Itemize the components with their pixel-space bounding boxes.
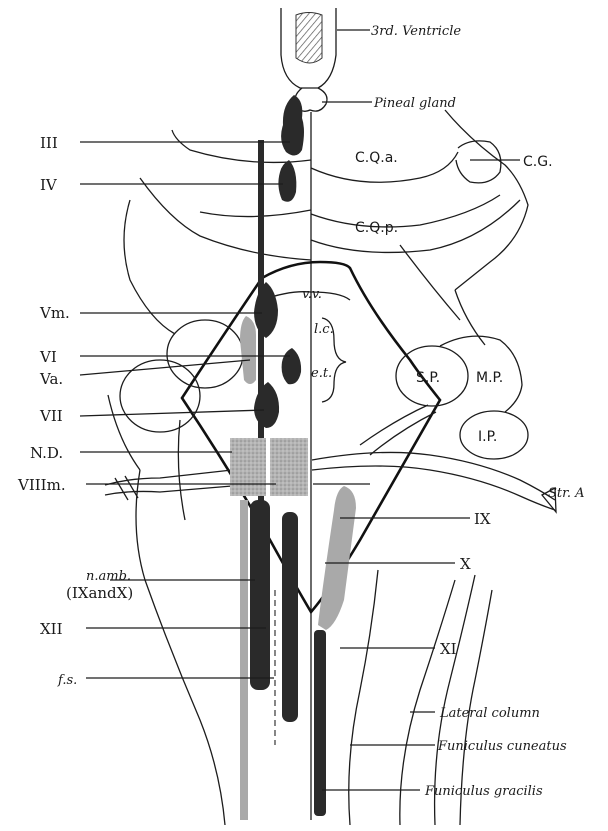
label-XII: XII (40, 620, 63, 638)
label-CG: C.G. (523, 154, 553, 170)
label-Vm: Vm. (39, 304, 70, 322)
label-pineal-gland: Pineal gland (373, 96, 456, 111)
label-MP: M.P. (476, 370, 503, 386)
midbrain-outline (124, 110, 528, 345)
left-nerve-roots (105, 470, 232, 500)
label-funiculus-gracilis: Funiculus gracilis (424, 784, 543, 799)
label-third-ventricle: 3rd. Ventricle (371, 24, 461, 39)
label-CQa: C.Q.a. (355, 150, 398, 166)
label-IV: IV (40, 176, 58, 194)
label-Va: Va. (39, 370, 63, 388)
label-ND: N.D. (30, 444, 63, 462)
label-III: III (40, 134, 58, 152)
label-SP: S.P. (416, 370, 440, 386)
label-StrA: Str. A (548, 486, 585, 501)
label-IX: IX (474, 510, 491, 528)
label-funiculus-cuneatus: Funiculus cuneatus (437, 739, 567, 754)
label-VI: VI (39, 348, 57, 366)
label-VIIIm: VIIIm. (17, 476, 66, 494)
label-namb-sub: (IXandX) (66, 584, 133, 602)
third-ventricle (281, 8, 336, 88)
label-fs: f.s. (57, 673, 77, 688)
label-IP: I.P. (478, 429, 497, 445)
nucleus-dorsalis-right (270, 438, 308, 496)
cerebellar-peduncles (108, 320, 528, 470)
label-namb: n.amb. (86, 569, 131, 584)
label-vv: v.v. (302, 287, 322, 302)
label-VII: VII (39, 407, 63, 425)
label-X: X (460, 555, 471, 573)
label-et: e.t. (311, 366, 332, 381)
nucleus-dorsalis-left (230, 438, 266, 496)
label-XI: XI (440, 640, 457, 658)
label-CQp: C.Q.p. (355, 220, 398, 236)
label-lateral-column: Lateral column (439, 706, 540, 721)
